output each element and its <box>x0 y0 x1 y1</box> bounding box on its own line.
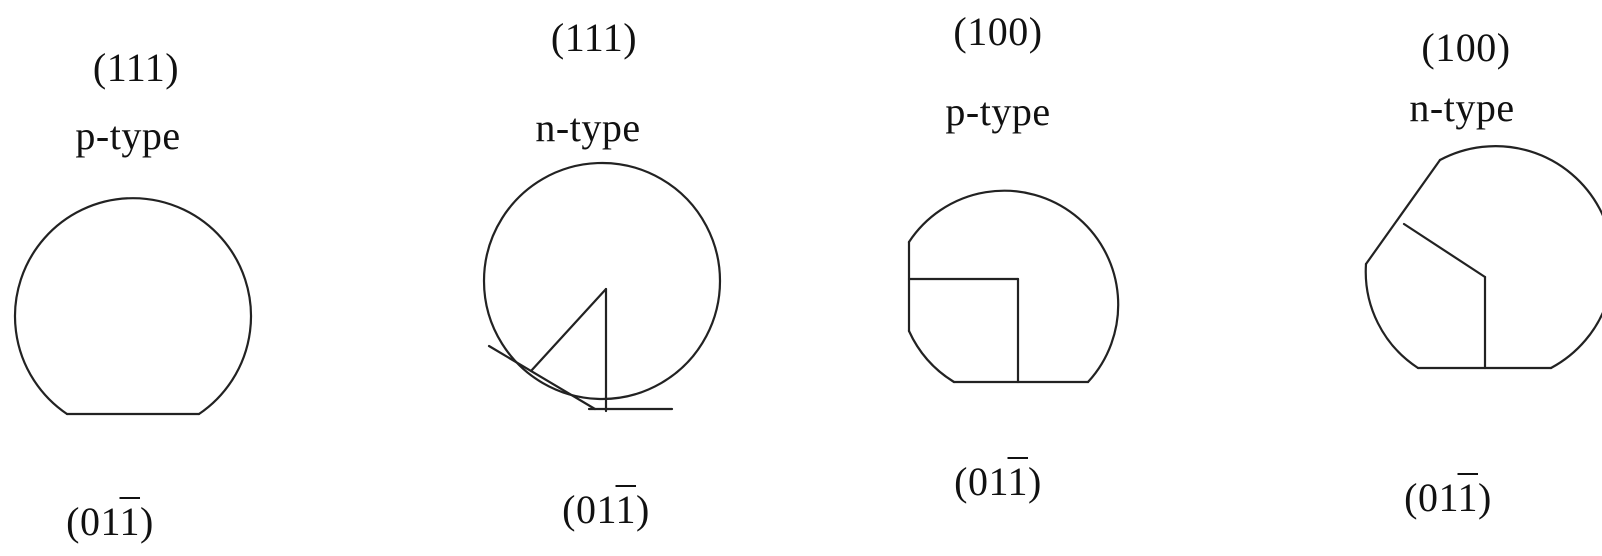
miller-index-negative: 1 <box>1457 475 1479 520</box>
wafer-2-orientation: (111) <box>550 15 638 60</box>
wafer-3-outline <box>907 329 956 384</box>
wafer-2-flat-direction: (011) <box>562 490 650 530</box>
wafer-3-doping: p-type <box>945 89 1051 134</box>
miller-index-suffix: ) <box>140 499 154 544</box>
wafer-2 <box>482 161 722 413</box>
wafer-4-secondary-flat <box>1364 158 1442 266</box>
wafer-3-flat-direction: (011) <box>954 462 1042 502</box>
miller-index-suffix: ) <box>1028 459 1042 504</box>
wafer-4-orientation: (100) <box>1421 25 1511 70</box>
wafer-4-radius-diagonal <box>1402 222 1487 279</box>
wafer-4 <box>1364 145 1602 370</box>
wafer-1-orientation: (111) <box>92 45 180 90</box>
wafer-4-doping: n-type <box>1409 85 1515 130</box>
miller-index-suffix: ) <box>636 487 650 532</box>
miller-index-prefix: (01 <box>954 459 1008 504</box>
wafer-1-outline <box>13 197 253 416</box>
miller-index-negative: 1 <box>119 499 141 544</box>
miller-index-suffix: ) <box>1478 475 1492 520</box>
wafer-4-flat-direction: (011) <box>1404 478 1492 518</box>
wafer-3-outline-main <box>907 189 1120 384</box>
wafer-2-outline <box>482 161 722 401</box>
miller-index-negative: 1 <box>615 487 637 532</box>
wafer-4-outline-main <box>1438 145 1602 370</box>
wafer-2-doping: n-type <box>535 105 641 150</box>
wafer-3 <box>907 189 1120 384</box>
miller-index-prefix: (01 <box>562 487 616 532</box>
wafer-3-orientation: (100) <box>953 9 1043 54</box>
wafer-1-doping: p-type <box>75 113 181 158</box>
miller-index-prefix: (01 <box>1404 475 1458 520</box>
miller-index-prefix: (01 <box>66 499 120 544</box>
wafer-4-outline-left <box>1364 262 1420 370</box>
wafer-2-radius-diagonal <box>529 287 608 373</box>
wafer-2-tangent-line <box>487 344 597 411</box>
wafer-1-flat-direction: (011) <box>66 502 154 542</box>
miller-index-negative: 1 <box>1007 459 1029 504</box>
wafer-1 <box>13 197 253 416</box>
